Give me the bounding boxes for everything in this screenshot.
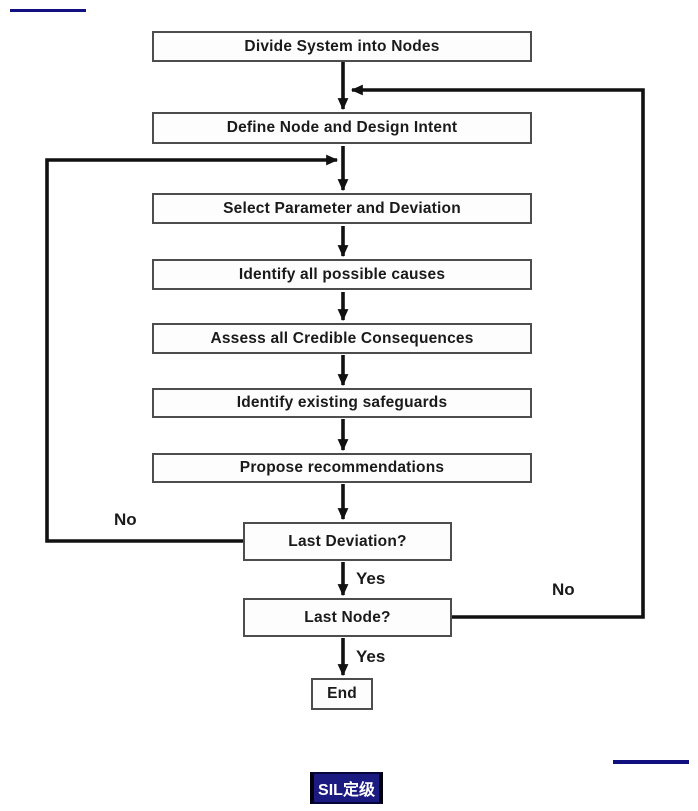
node-propose-recommendations: Propose recommendations: [152, 453, 532, 483]
node-last-deviation: Last Deviation?: [243, 522, 452, 561]
node-select-parameter: Select Parameter and Deviation: [152, 193, 532, 224]
node-define-node: Define Node and Design Intent: [152, 112, 532, 144]
label-no-left: No: [114, 510, 137, 529]
sil-rating-badge[interactable]: SIL定级: [310, 772, 383, 804]
edge-last-node-no-loop: [350, 84, 645, 619]
top-left-rule: [10, 9, 86, 12]
bottom-right-rule: [613, 760, 689, 764]
node-divide-system: Divide System into Nodes: [152, 31, 532, 62]
node-last-node: Last Node?: [243, 598, 452, 637]
node-end: End: [311, 678, 373, 710]
node-identify-safeguards: Identify existing safeguards: [152, 388, 532, 418]
node-identify-causes: Identify all possible causes: [152, 259, 532, 290]
edge-last-deviation-no-loop: [45, 154, 339, 543]
label-yes-deviation: Yes: [356, 569, 386, 588]
label-no-right: No: [552, 580, 575, 599]
label-yes-node: Yes: [356, 647, 386, 666]
node-assess-consequences: Assess all Credible Consequences: [152, 323, 532, 354]
